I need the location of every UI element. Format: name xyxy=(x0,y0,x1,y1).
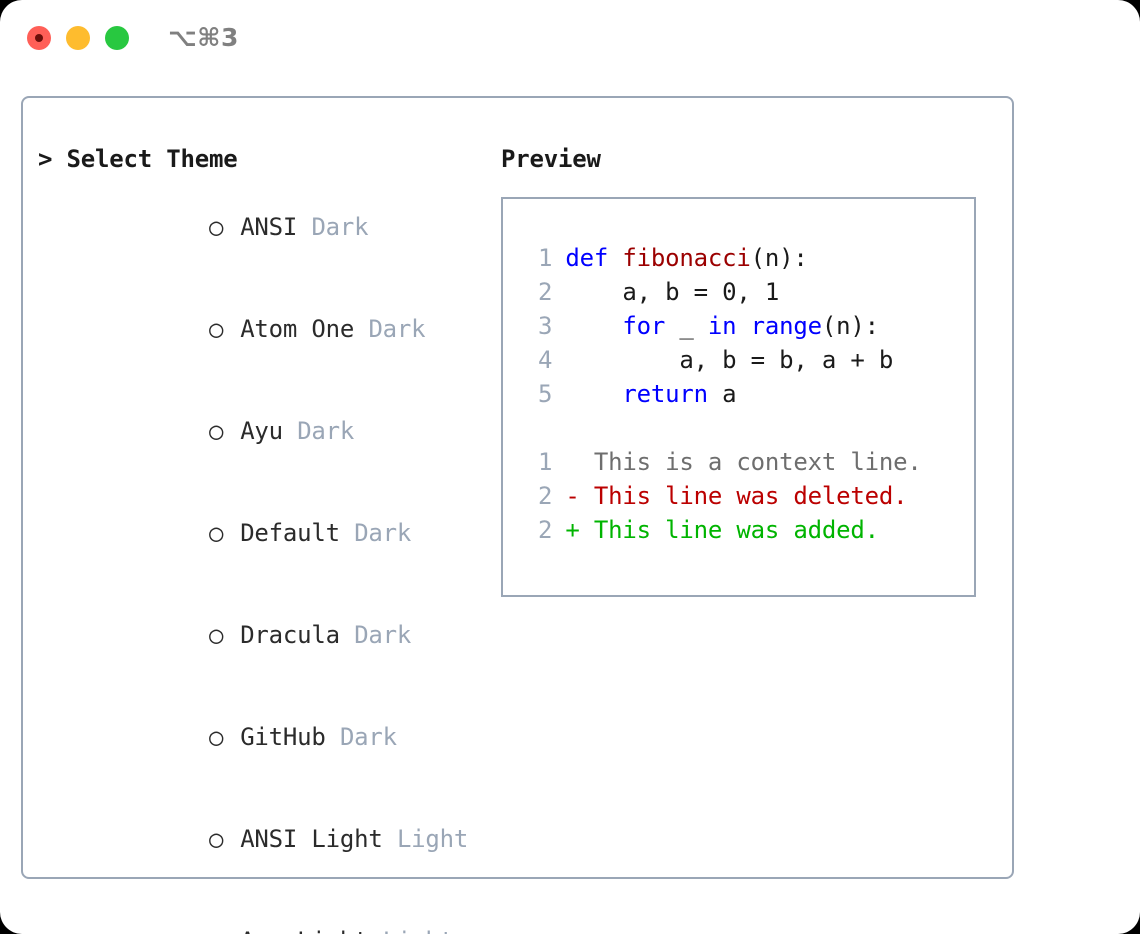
diff-line-context: 1 This is a context line. xyxy=(521,445,968,479)
code-line: 3 for _ in range(n): xyxy=(521,309,968,343)
preview-heading: Preview xyxy=(501,145,601,173)
diff-text: This is a context line. xyxy=(593,448,922,476)
theme-option-ayu-dark[interactable]: ○ Ayu Dark xyxy=(38,380,488,482)
theme-option-tag: Dark xyxy=(297,417,355,445)
code-line: 5 return a xyxy=(521,377,968,411)
code-token: a, b = 0, 1 xyxy=(565,278,780,306)
theme-option-tag: Dark xyxy=(354,621,412,649)
line-number: 3 xyxy=(537,312,553,340)
radio-icon: ○ xyxy=(209,315,224,343)
theme-picker-column: > Select Theme ○ ANSI Dark ○ Atom One Dark… xyxy=(38,142,488,934)
diff-sign xyxy=(565,448,579,476)
code-line: 1 def fibonacci(n): xyxy=(521,241,968,275)
theme-option-label: Ayu Light xyxy=(240,927,368,934)
theme-option-tag: Dark xyxy=(339,723,397,751)
shortcut-label: ⌥⌘3 xyxy=(168,23,239,52)
theme-option-label: Default xyxy=(240,519,340,547)
theme-option-dracula-dark[interactable]: ○ Dracula Dark xyxy=(38,584,488,686)
theme-option-ansi-light[interactable]: ○ ANSI Light Light xyxy=(38,788,488,890)
main-panel: > Select Theme ○ ANSI Dark ○ Atom One Dark… xyxy=(21,96,1014,934)
radio-icon: ○ xyxy=(209,924,240,934)
radio-icon: ○ xyxy=(209,621,224,649)
diff-sign: + xyxy=(565,516,580,544)
code-token: a, b = b, a + b xyxy=(565,346,894,374)
theme-option-tag: Dark xyxy=(311,213,369,241)
line-number: 1 xyxy=(537,448,553,476)
radio-icon: ○ xyxy=(209,417,224,445)
line-number: 2 xyxy=(537,516,553,544)
diff-text: This line was deleted. xyxy=(593,482,908,510)
code-token: (n): xyxy=(750,244,808,272)
diff-sign: - xyxy=(565,482,580,510)
line-number: 1 xyxy=(537,244,553,272)
line-number: 2 xyxy=(537,482,553,510)
close-button[interactable] xyxy=(27,26,51,50)
theme-option-label: ANSI Light xyxy=(240,825,383,853)
panel-columns: > Select Theme ○ ANSI Dark ○ Atom One Dark… xyxy=(23,98,1012,934)
code-token xyxy=(736,312,750,340)
theme-option-ansi-dark[interactable]: ○ ANSI Dark xyxy=(38,176,488,278)
theme-option-tag: Dark xyxy=(368,315,426,343)
theme-option-label: ANSI xyxy=(240,213,298,241)
code-token xyxy=(565,380,622,408)
theme-option-label: Atom One xyxy=(240,315,355,343)
code-token: in xyxy=(707,312,737,340)
minimize-button[interactable] xyxy=(66,26,90,50)
code-blank-line xyxy=(521,411,968,445)
code-token xyxy=(565,312,622,340)
diff-line-deleted: 2- This line was deleted. xyxy=(521,479,968,513)
code-token: def xyxy=(565,244,623,272)
theme-option-tag: Light xyxy=(396,825,469,853)
line-number: 2 xyxy=(537,278,553,306)
theme-option-label: Ayu xyxy=(240,417,283,445)
theme-option-default-dark[interactable]: ○ Default Dark xyxy=(38,482,488,584)
code-token: return xyxy=(622,380,708,408)
code-token: _ xyxy=(665,312,708,340)
theme-option-label: GitHub xyxy=(240,723,326,751)
theme-option-ayu-light[interactable]: ○Ayu Light Light xyxy=(38,890,488,934)
window-controls xyxy=(27,26,129,50)
theme-option-label: Dracula xyxy=(240,621,340,649)
code-token: fibonacci xyxy=(622,244,751,272)
theme-option-list: ○ ANSI Dark ○ Atom One Dark ○ Ayu Dark ○ Def… xyxy=(38,176,488,934)
radio-icon: ○ xyxy=(209,519,224,547)
maximize-button[interactable] xyxy=(105,26,129,50)
code-line: 4 a, b = b, a + b xyxy=(521,343,968,377)
code-token: a xyxy=(707,380,737,408)
line-number: 5 xyxy=(537,380,553,408)
theme-option-tag: Dark xyxy=(354,519,412,547)
radio-icon: ○ xyxy=(209,723,224,751)
code-token: for xyxy=(622,312,666,340)
code-token: range xyxy=(750,312,822,340)
radio-icon: ○ xyxy=(209,825,224,853)
line-number: 4 xyxy=(537,346,553,374)
theme-option-github-dark[interactable]: ○ GitHub Dark xyxy=(38,686,488,788)
diff-text: This line was added. xyxy=(593,516,879,544)
diff-line-added: 2 + This line was added. xyxy=(521,513,968,547)
theme-option-tag: Light xyxy=(383,927,454,934)
title-bar: ⌥⌘3 xyxy=(0,0,1140,78)
code-token: (n): xyxy=(821,312,879,340)
theme-option-atom-one-dark[interactable]: ○ Atom One Dark xyxy=(38,278,488,380)
radio-icon: ○ xyxy=(209,213,224,241)
code-line: 2 a, b = 0, 1 xyxy=(521,275,968,309)
select-theme-heading: > Select Theme xyxy=(38,145,238,173)
